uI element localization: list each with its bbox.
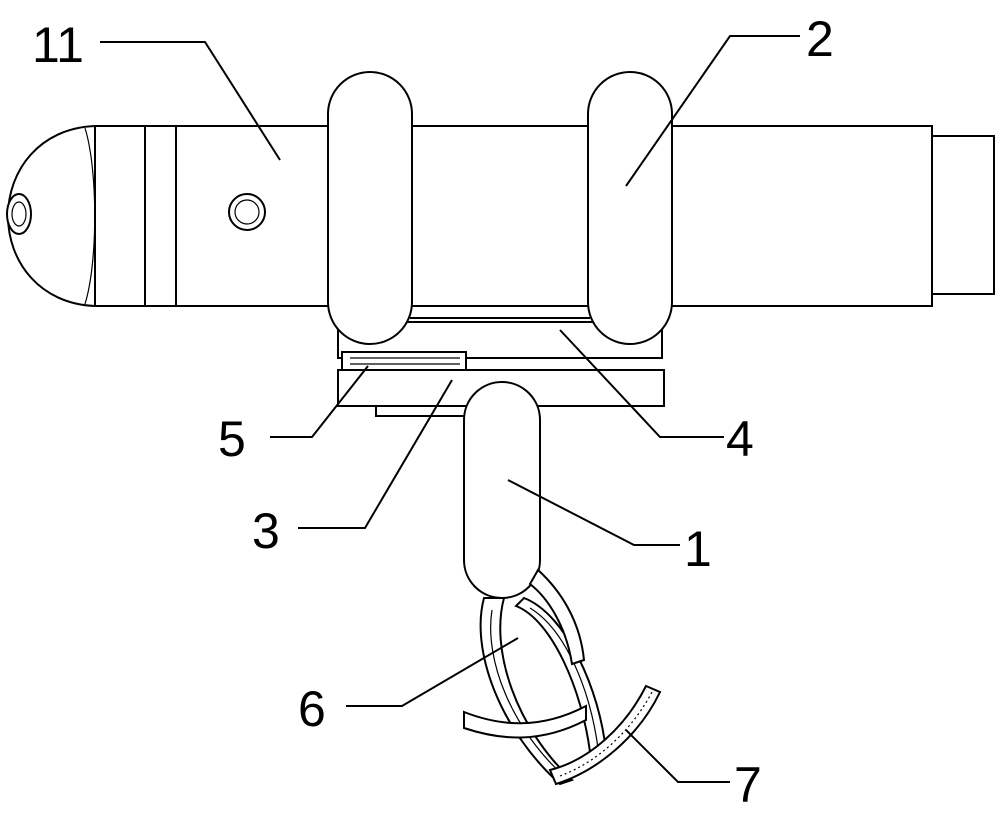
- tube: [94, 125, 933, 307]
- end-cap: [931, 135, 995, 295]
- leader-lines: [100, 35, 800, 783]
- strap-tail: [463, 704, 587, 739]
- label-4: 4: [726, 411, 754, 467]
- leader-1: [507, 479, 680, 546]
- reference-numerals: 11 2 5 4 3 1 6 7: [32, 11, 834, 813]
- plate-foot: [375, 405, 469, 417]
- label-2: 2: [806, 11, 834, 67]
- button-inner: [234, 199, 260, 225]
- main-body: [6, 124, 995, 319]
- pad: [548, 684, 662, 786]
- leader-2: [625, 35, 800, 187]
- wrist-strap: [463, 568, 662, 786]
- label-5: 5: [218, 411, 246, 467]
- strap-texture-a: [490, 609, 567, 779]
- leader-6: [346, 637, 519, 707]
- leader-4: [559, 329, 724, 438]
- dome-seam: [84, 127, 96, 305]
- lens-outer: [6, 193, 32, 235]
- strap-texture-b: [529, 607, 599, 749]
- clamp-ring-right: [587, 71, 673, 345]
- leader-3: [298, 379, 453, 529]
- leader-5: [270, 365, 369, 438]
- label-7: 7: [734, 757, 762, 813]
- lens-inner: [11, 201, 27, 227]
- label-6: 6: [298, 681, 326, 737]
- bearing-ring: [341, 351, 467, 371]
- clamp-rings: [327, 71, 673, 345]
- leader-11: [100, 41, 281, 161]
- strap-twist: [528, 568, 586, 666]
- label-3: 3: [252, 503, 280, 559]
- clamp-ring-left: [327, 71, 413, 345]
- button-outer: [228, 193, 266, 231]
- label-1: 1: [684, 521, 712, 577]
- leader-7: [625, 729, 730, 783]
- label-11: 11: [32, 17, 84, 73]
